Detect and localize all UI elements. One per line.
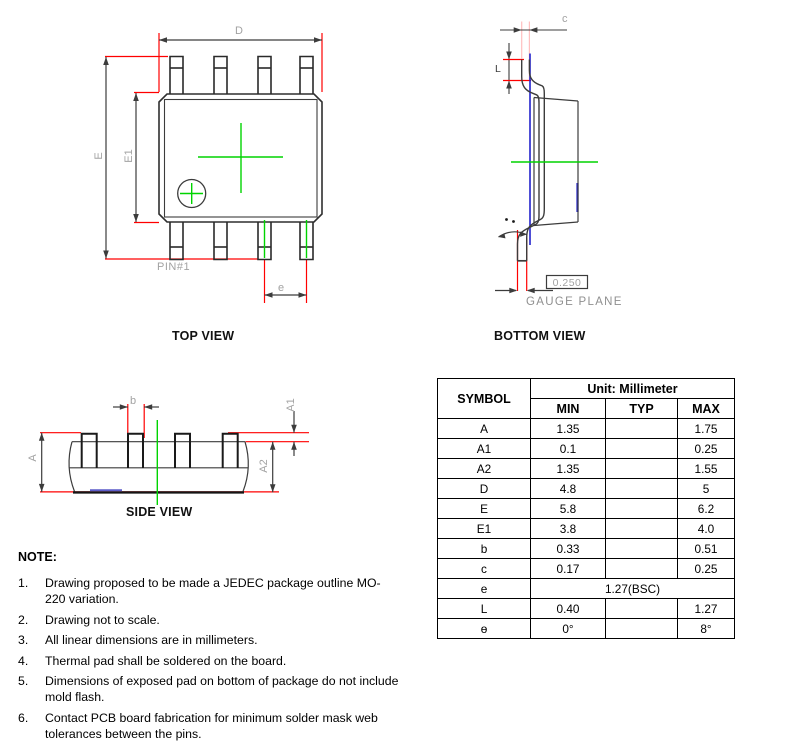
min-cell: 1.35 [530,418,606,439]
table-row: ө 0° 8° [437,618,735,639]
max-cell: 0.25 [677,558,735,579]
dim-label-A2: A2 [258,459,270,473]
typ-cell [605,418,678,439]
typ-cell [605,438,678,459]
note-text: Drawing proposed to be made a JEDEC pack… [45,576,381,606]
table-row: D 4.8 5 [437,478,735,499]
table-row: c 0.17 0.25 [437,558,735,579]
dim-label-E: E [93,152,105,160]
dim-label-A1: A1 [285,398,297,412]
table-row: L 0.40 1.27 [437,598,735,619]
note-item: 2. Drawing not to scale. [18,612,410,628]
table-row: A 1.35 1.75 [437,418,735,439]
min-cell: 0.1 [530,438,606,459]
gauge-plane-label: GAUGE PLANE [526,295,623,308]
table-row: E 5.8 6.2 [437,498,735,519]
max-cell: 5 [677,478,735,499]
typ-cell [605,618,678,639]
table-row: A1 0.1 0.25 [437,438,735,459]
min-cell: 0.17 [530,558,606,579]
table-header-max: MAX [677,398,735,419]
gauge-offset-value: 0.250 [552,276,582,289]
symbol-cell: A [437,418,531,439]
top-view-drawing [103,33,323,303]
symbol-cell: ө [437,618,531,639]
min-cell: 3.8 [530,518,606,539]
table-header-min: MIN [530,398,606,419]
typ-cell [605,478,678,499]
max-cell: 4.0 [677,518,735,539]
note-item: 4. Thermal pad shall be soldered on the … [18,653,410,669]
max-cell: 6.2 [677,498,735,519]
note-text: All linear dimensions are in millimeters… [45,633,258,647]
max-cell: 1.55 [677,458,735,479]
table-row: E1 3.8 4.0 [437,518,735,539]
typ-cell [605,558,678,579]
symbol-cell: L [437,598,531,619]
symbol-cell: D [437,478,531,499]
dim-label-b: b [130,395,137,407]
side-view-title: SIDE VIEW [126,505,193,519]
dim-label-L: L [495,63,501,75]
dim-label-D: D [235,25,243,37]
note-item: 6. Contact PCB board fabrication for min… [18,710,410,742]
bottom-view-drawing [495,21,598,294]
typ-cell [605,538,678,559]
min-cell: 4.8 [530,478,606,499]
note-item: 1. Drawing proposed to be made a JEDEC p… [18,575,410,607]
symbol-cell: c [437,558,531,579]
top-view-title: TOP VIEW [172,329,235,343]
max-cell: 8° [677,618,735,639]
min-cell: 0° [530,618,606,639]
symbol-cell: e [437,578,531,599]
note-text: Dimensions of exposed pad on bottom of p… [45,674,399,704]
min-cell: 5.8 [530,498,606,519]
typ-cell [605,498,678,519]
min-cell: 0.40 [530,598,606,619]
dim-label-e: e [278,282,285,294]
min-cell: 1.35 [530,458,606,479]
symbol-cell: b [437,538,531,559]
symbol-cell: A1 [437,438,531,459]
dimension-table: SYMBOL Unit: Millimeter MIN TYP MAX A 1.… [437,378,735,639]
note-text: Contact PCB board fabrication for minimu… [45,710,378,741]
table-header-symbol: SYMBOL [437,378,531,419]
note-item: 3. All linear dimensions are in millimet… [18,632,410,648]
note-text: Thermal pad shall be soldered on the boa… [45,653,287,668]
note-number: 3. [18,633,29,647]
note-number: 1. [18,576,29,590]
dim-label-E1: E1 [123,149,135,163]
symbol-cell: E [437,498,531,519]
table-row: e 1.27(BSC) [437,578,735,599]
bottom-view-title: BOTTOM VIEW [494,329,586,343]
max-cell: 0.25 [677,438,735,459]
typ-cell [605,598,678,619]
note-number: 6. [18,710,29,725]
max-cell: 0.51 [677,538,735,559]
max-cell: 1.27 [677,598,735,619]
table-header-typ: TYP [605,398,678,419]
side-view-drawing [38,404,309,505]
note-number: 4. [18,653,29,668]
typ-cell [605,458,678,479]
table-row: A2 1.35 1.55 [437,458,735,479]
note-item: 5. Dimensions of exposed pad on bottom o… [18,673,410,705]
max-cell: 1.75 [677,418,735,439]
symbol-cell: A2 [437,458,531,479]
span-cell: 1.27(BSC) [530,578,735,599]
dim-label-A: A [27,454,39,462]
min-cell: 0.33 [530,538,606,559]
pin1-label: PIN#1 [157,261,191,273]
notes-title: NOTE: [18,550,57,564]
table-row: b 0.33 0.51 [437,538,735,559]
dim-label-c: c [562,13,568,25]
symbol-cell: E1 [437,518,531,539]
note-number: 5. [18,674,29,688]
note-number: 2. [18,612,29,627]
note-text: Drawing not to scale. [45,612,160,627]
table-header-unit: Unit: Millimeter [530,378,735,399]
notes-section: NOTE: 1. Drawing proposed to be made a J… [18,550,410,746]
typ-cell [605,518,678,539]
